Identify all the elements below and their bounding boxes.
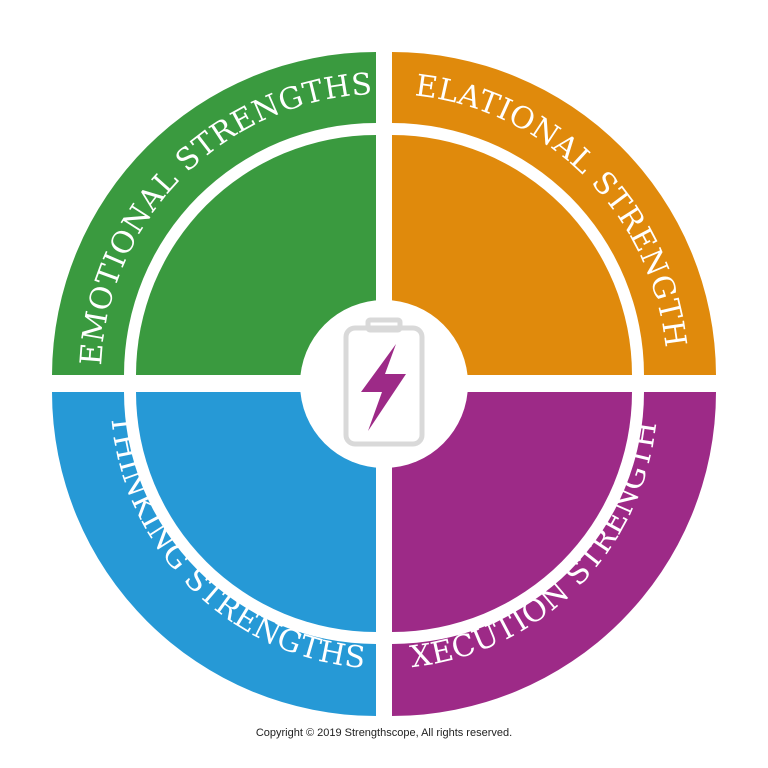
execution-inner-quadrant <box>392 392 632 632</box>
execution-outer-ring <box>392 392 716 716</box>
copyright-notice: Copyright © 2019 Strengthscope, All righ… <box>255 727 513 739</box>
relational-inner-quadrant <box>392 135 632 375</box>
thinking-inner-quadrant <box>136 392 376 632</box>
thinking-outer-ring <box>52 392 376 716</box>
battery-lightning-icon <box>343 317 425 447</box>
emotional-inner-quadrant <box>136 135 376 375</box>
emotional-outer-ring <box>52 52 376 375</box>
relational-outer-ring <box>392 52 716 375</box>
